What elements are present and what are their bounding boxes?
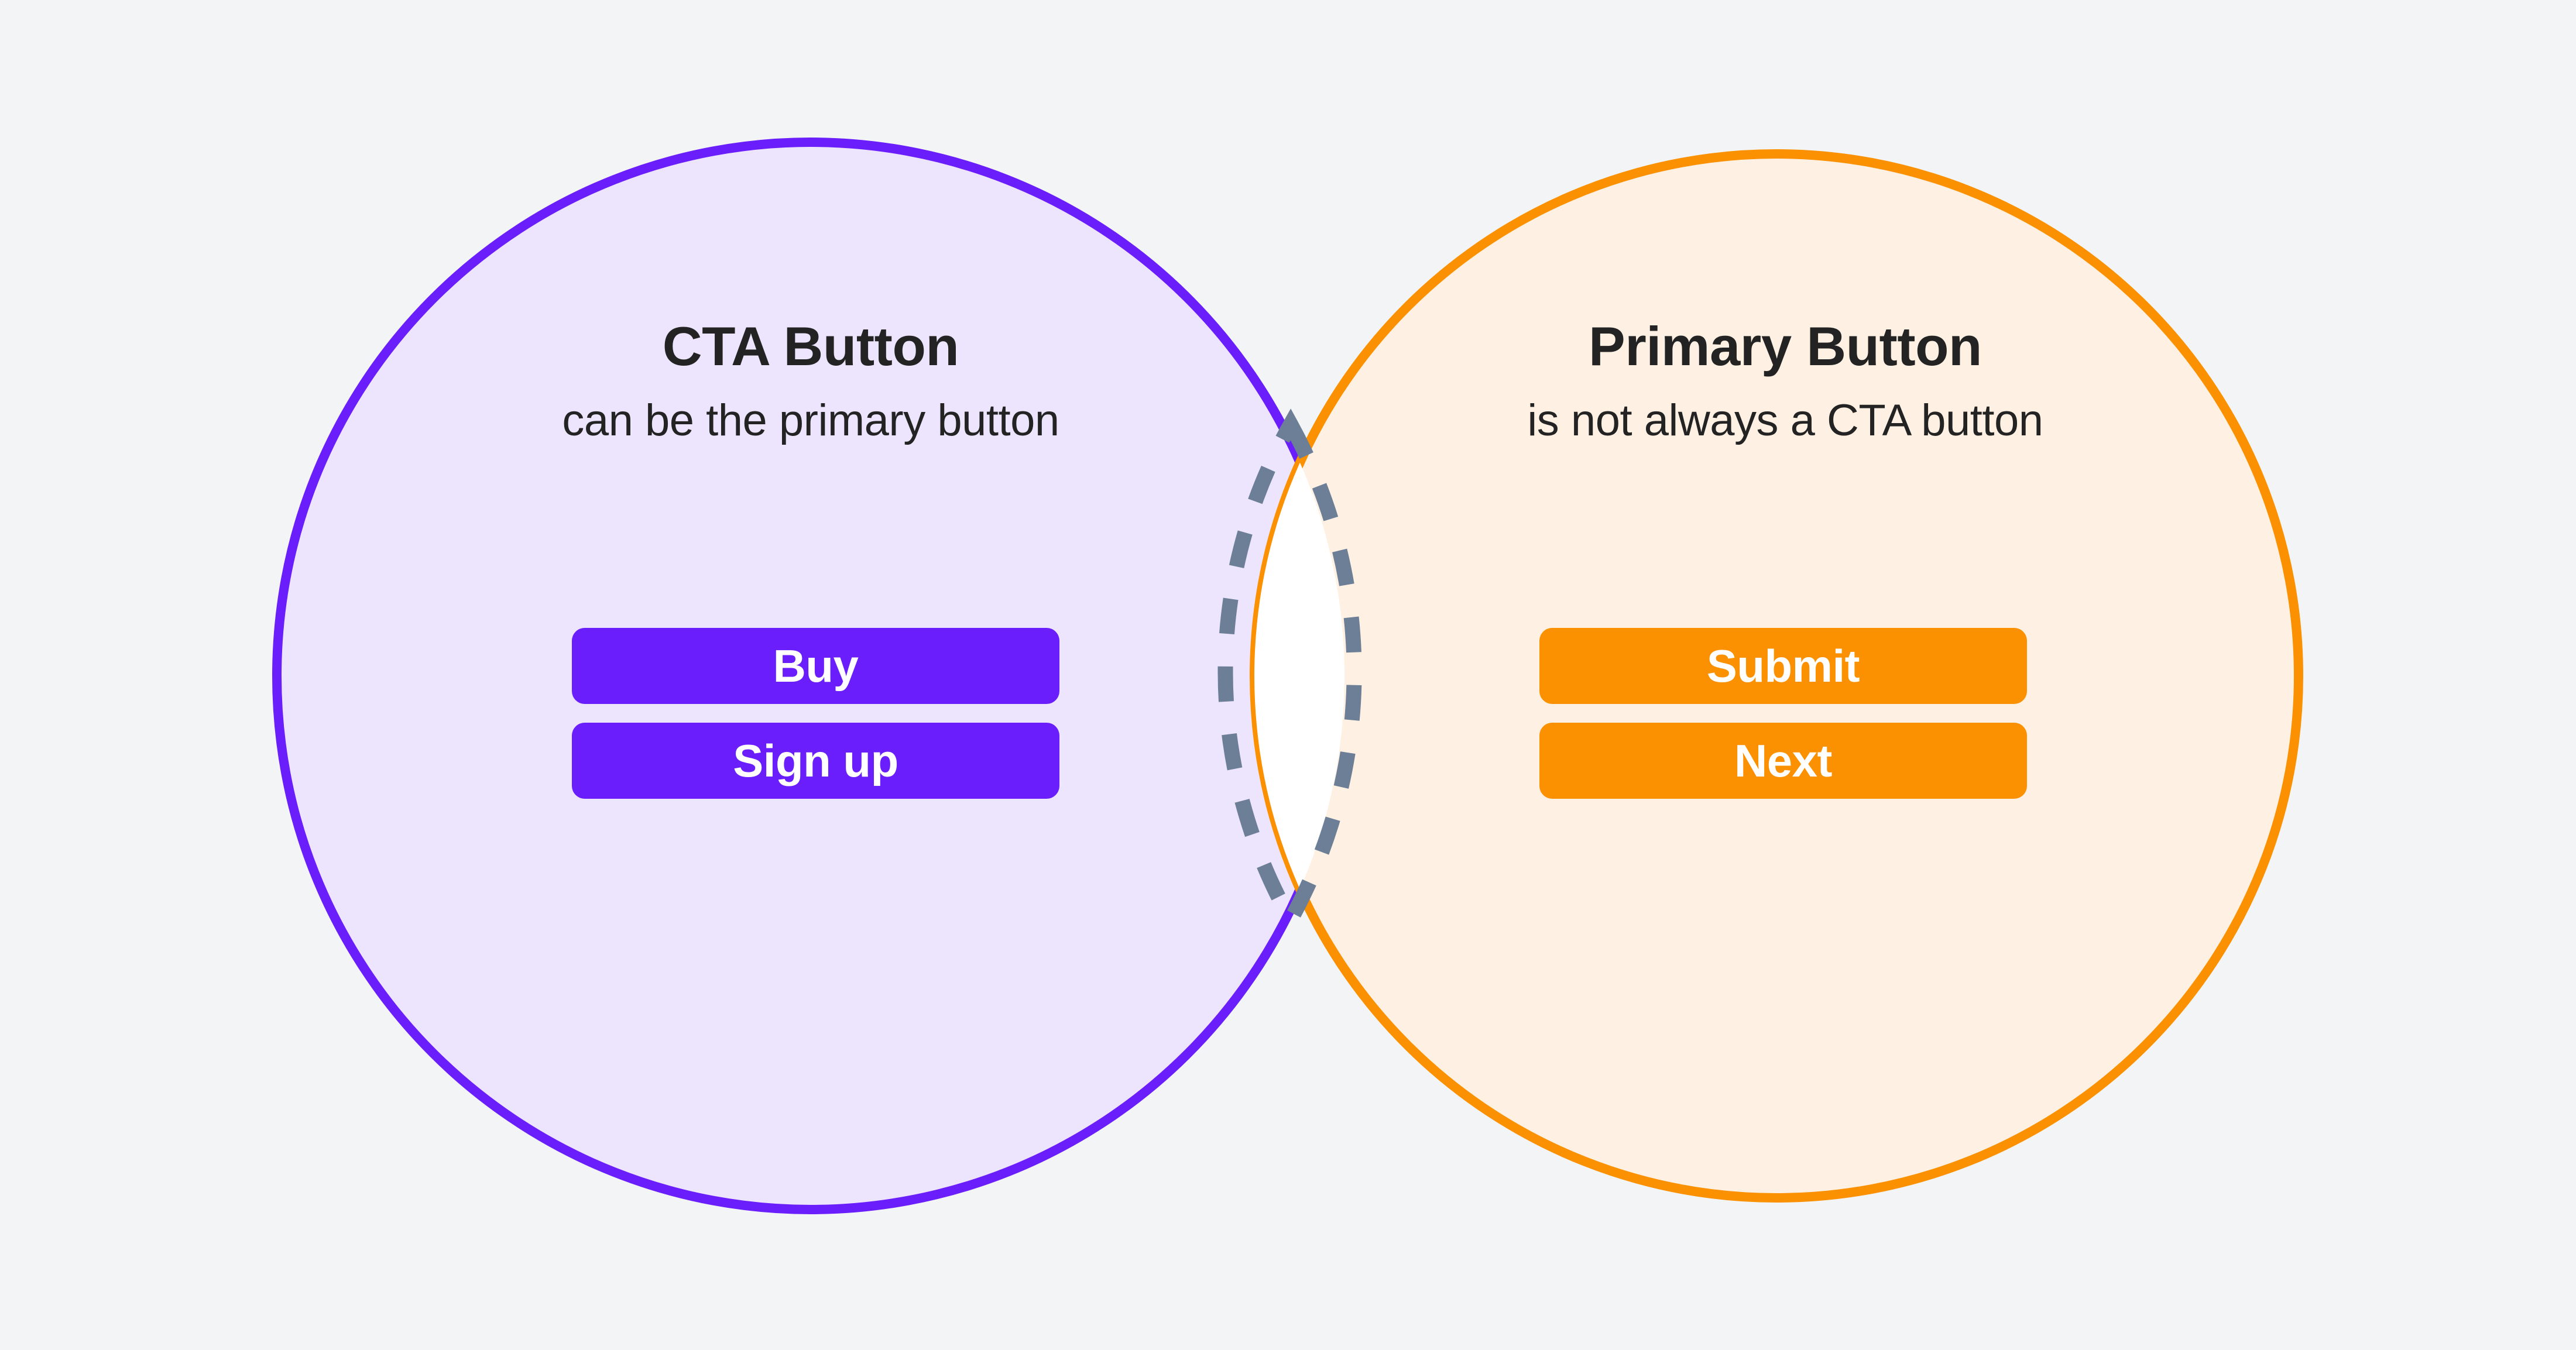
next-button[interactable]: Next (1539, 723, 2027, 799)
right-set-subtitle: is not always a CTA button (1527, 396, 2043, 445)
buy-button[interactable]: Buy (572, 628, 1059, 704)
right-set-button-stack: Submit Next (1539, 628, 2027, 799)
left-set-button-stack: Buy Sign up (572, 628, 1059, 799)
sign-up-button[interactable]: Sign up (572, 723, 1059, 799)
left-set-subtitle: can be the primary button (562, 396, 1059, 445)
right-set-labels: Primary Button is not always a CTA butto… (1346, 319, 2224, 443)
right-set-title: Primary Button (1589, 315, 1982, 377)
intersection-dashed-outline (1217, 408, 1362, 936)
left-set-labels: CTA Button can be the primary button (342, 319, 1279, 443)
left-set-title: CTA Button (662, 315, 959, 377)
submit-button[interactable]: Submit (1539, 628, 2027, 704)
